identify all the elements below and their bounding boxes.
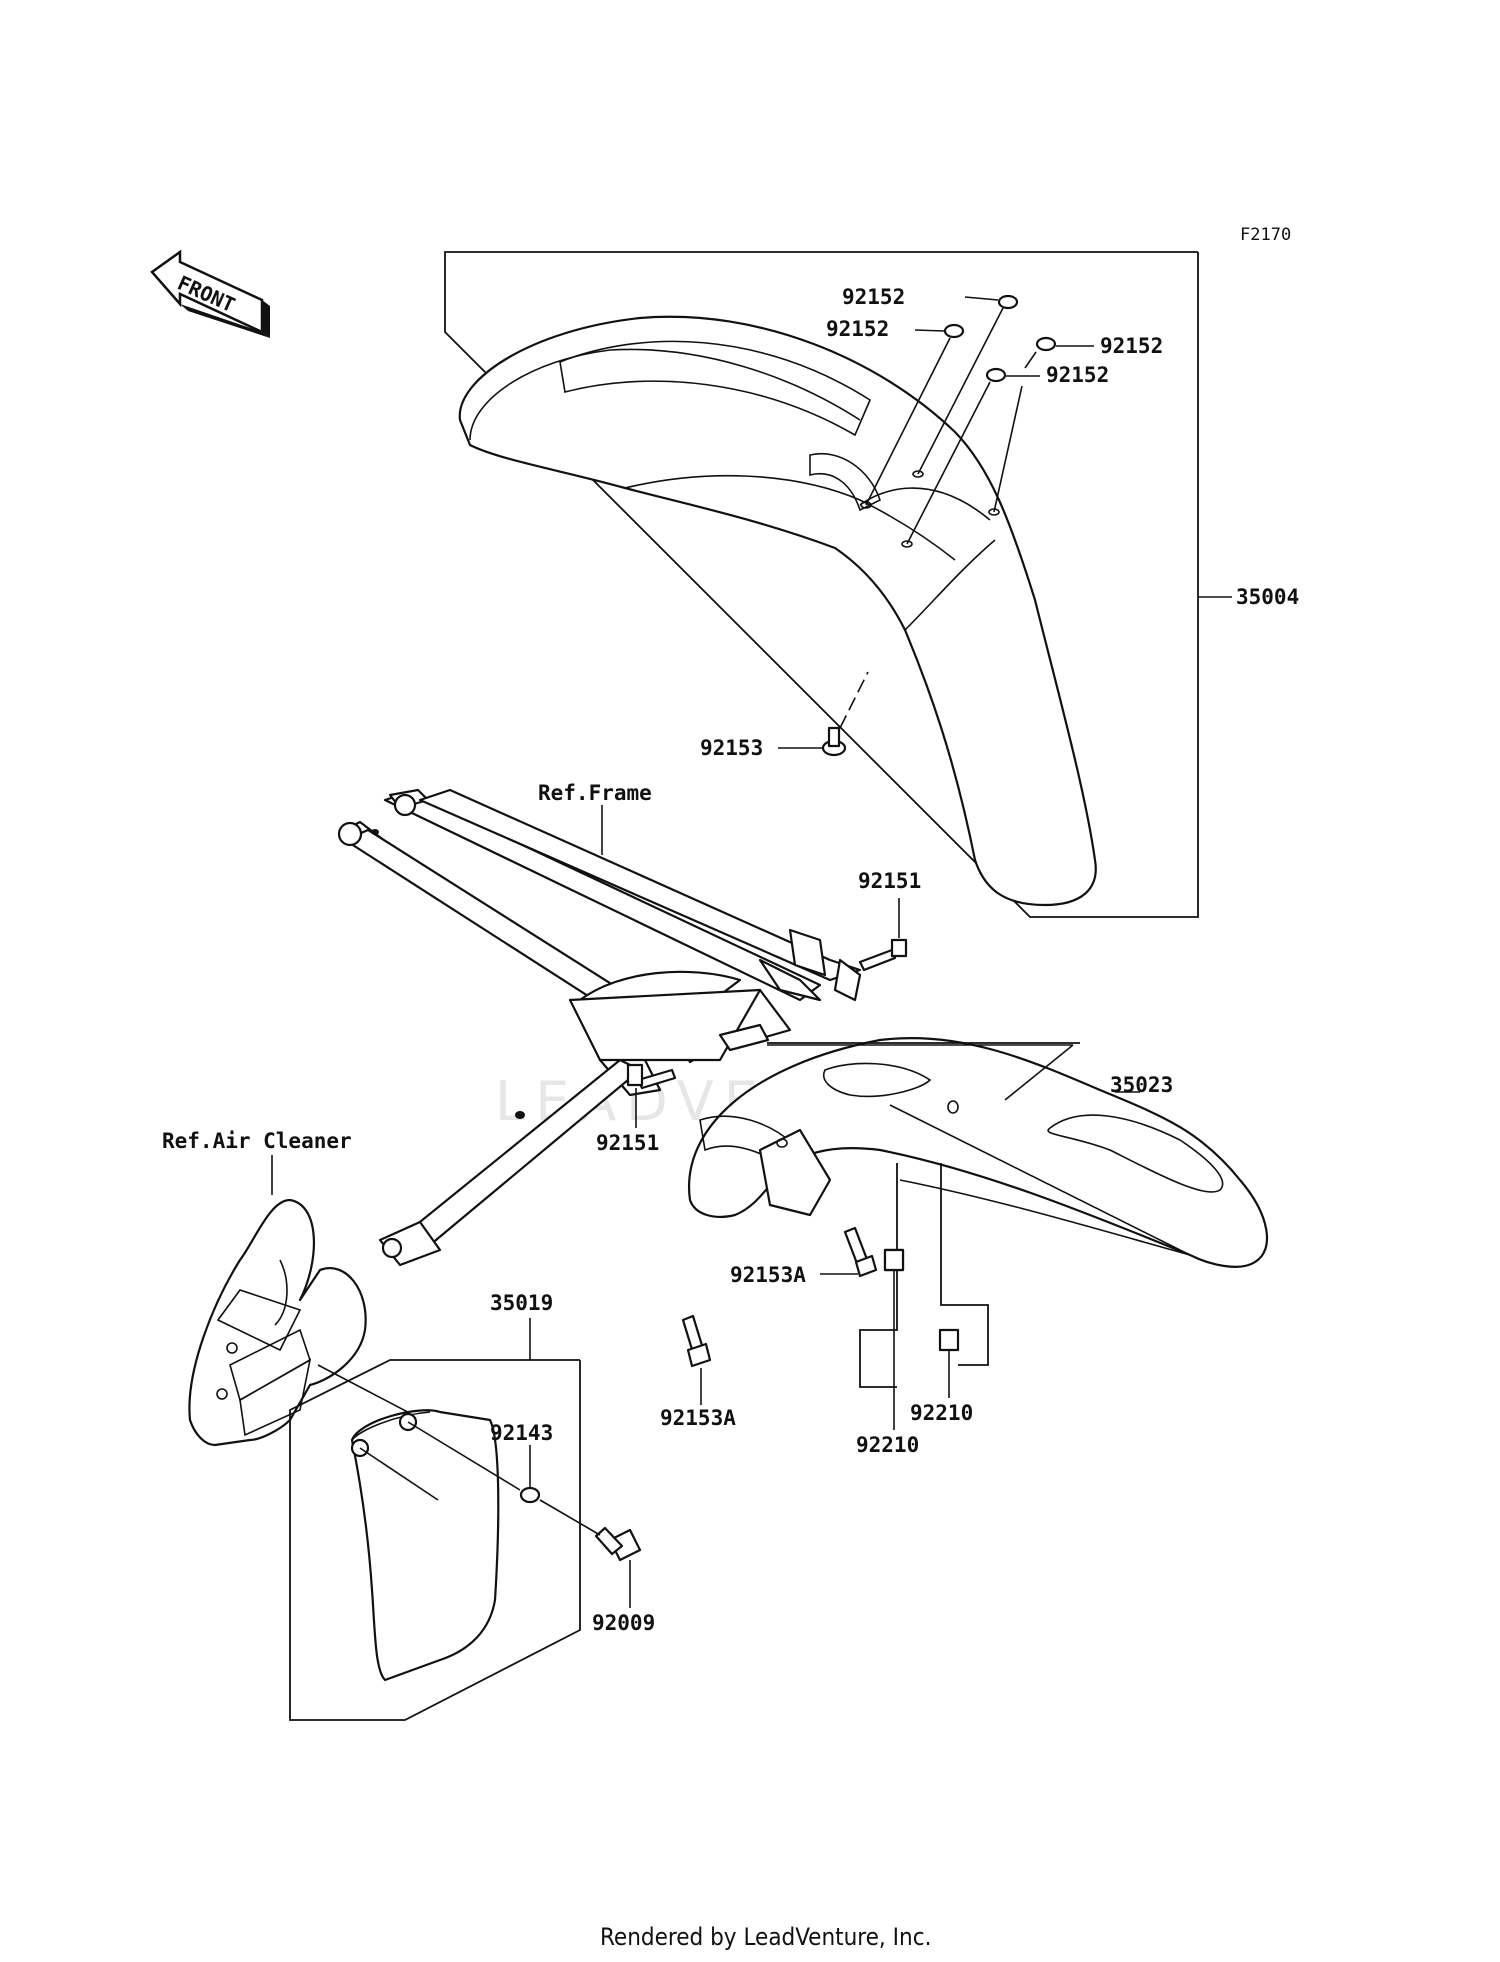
part-label-92153[interactable]: 92153 <box>700 736 763 760</box>
part-label-92153a-upper[interactable]: 92153A <box>730 1263 806 1287</box>
part-label-92151-upper[interactable]: 92151 <box>858 869 921 893</box>
part-label-35023[interactable]: 35023 <box>1110 1073 1173 1097</box>
bolt-92151-lower-icon <box>626 1063 677 1090</box>
part-label-92210-right[interactable]: 92210 <box>910 1401 973 1425</box>
part-label-92152-b[interactable]: 92152 <box>826 317 889 341</box>
part-label-92153a-lower[interactable]: 92153A <box>660 1406 736 1430</box>
part-label-35019[interactable]: 35019 <box>490 1291 553 1315</box>
collar-92143-icon <box>519 1486 541 1504</box>
screw-92009-icon <box>594 1526 642 1562</box>
part-label-92151-lower[interactable]: 92151 <box>596 1131 659 1155</box>
bolt-92153-icon <box>821 726 847 757</box>
diagram-code: F2170 <box>1240 225 1291 245</box>
part-label-92152-c[interactable]: 92152 <box>1100 334 1163 358</box>
nut-92210-right-icon <box>938 1328 960 1352</box>
footer-credit: Rendered by LeadVenture, Inc. <box>600 1923 931 1951</box>
frame-reference <box>337 788 862 1267</box>
rear-fender[interactable] <box>687 1036 1269 1268</box>
mud-flap[interactable] <box>350 1409 521 1682</box>
bolt-92151-upper-icon <box>858 938 908 972</box>
part-label-92152-d[interactable]: 92152 <box>1046 363 1109 387</box>
part-label-92009[interactable]: 92009 <box>592 1611 655 1635</box>
front-arrow-icon: FRONT <box>150 249 270 338</box>
bolt-92153a-upper-icon <box>843 1226 878 1278</box>
frame-reference-label: Ref.Frame <box>538 781 652 805</box>
air-cleaner-reference-label: Ref.Air Cleaner <box>162 1129 352 1153</box>
nut-92210-mid-icon <box>883 1248 905 1272</box>
bolt-92153a-lower-icon <box>681 1314 712 1368</box>
part-label-92143[interactable]: 92143 <box>490 1421 553 1445</box>
part-label-92152-a[interactable]: 92152 <box>842 285 905 309</box>
washer-92152-icon <box>943 294 1057 383</box>
air-cleaner-reference <box>188 1198 367 1447</box>
part-label-92210-left[interactable]: 92210 <box>856 1433 919 1457</box>
part-label-35004[interactable]: 35004 <box>1236 585 1299 609</box>
mud-flap-kit-box <box>289 1359 581 1721</box>
front-fender-kit-box <box>444 251 1199 918</box>
front-fender[interactable] <box>458 315 1097 907</box>
